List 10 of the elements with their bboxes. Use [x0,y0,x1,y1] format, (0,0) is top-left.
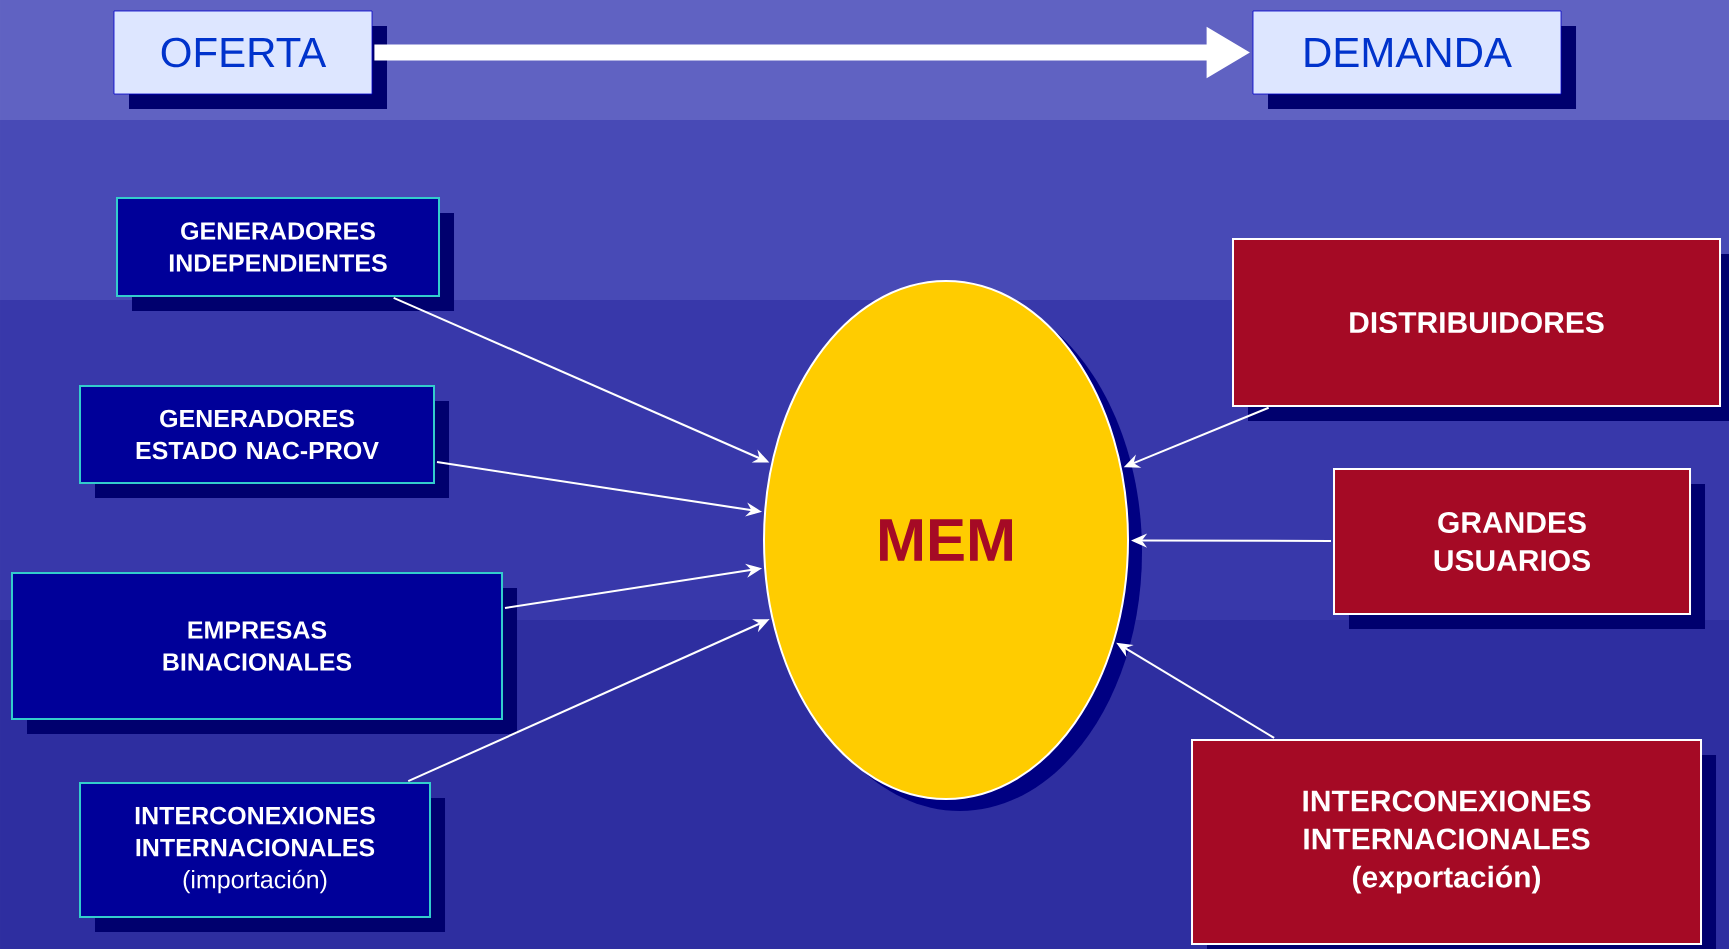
demand-box: GRANDES USUARIOS [1333,468,1705,629]
heading-box: OFERTA [113,10,387,109]
heading-box: DEMANDA [1252,10,1576,109]
supply-box: EMPRESAS BINACIONALES [11,572,517,734]
supply-box: GENERADORES ESTADO NAC-PROV [79,385,449,498]
supply-box: GENERADORES INDEPENDIENTES [116,197,454,311]
demand-box: INTERCONEXIONES INTERNACIONALES (exportación) [1191,739,1716,949]
market-oval: MEM [763,280,1142,811]
demand-box: DISTRIBUIDORES [1232,238,1729,421]
supply-box: INTERCONEXIONES INTERNACIONALES (importación) [79,782,445,932]
